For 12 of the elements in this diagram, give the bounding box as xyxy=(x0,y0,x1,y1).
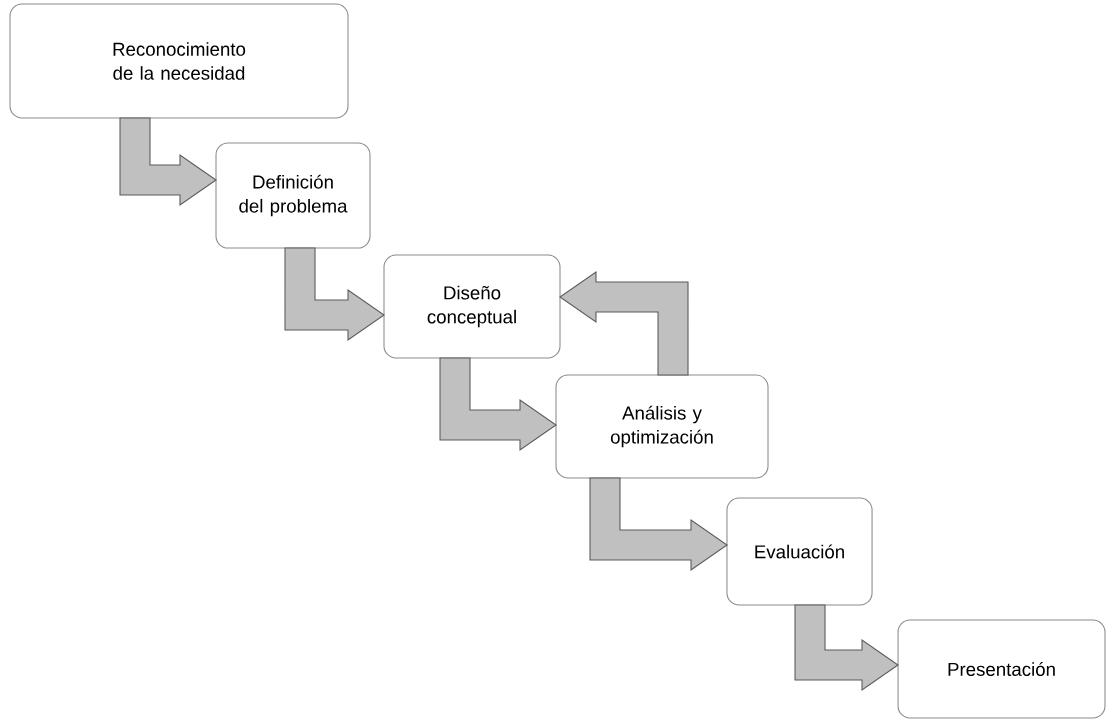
block-arrow xyxy=(439,357,557,452)
process-box: Diseño conceptual xyxy=(383,254,561,359)
process-box: Análisis y optimización xyxy=(555,374,769,479)
process-box: Definición del problema xyxy=(215,142,371,249)
process-box: Presentación xyxy=(897,619,1106,719)
process-box: Reconocimiento de la necesidad xyxy=(9,3,349,119)
process-box: Evaluación xyxy=(726,497,873,606)
block-arrow xyxy=(559,270,689,376)
block-arrow xyxy=(284,247,385,342)
block-arrow xyxy=(119,117,217,207)
block-arrow xyxy=(794,604,899,692)
block-arrow xyxy=(589,477,728,572)
